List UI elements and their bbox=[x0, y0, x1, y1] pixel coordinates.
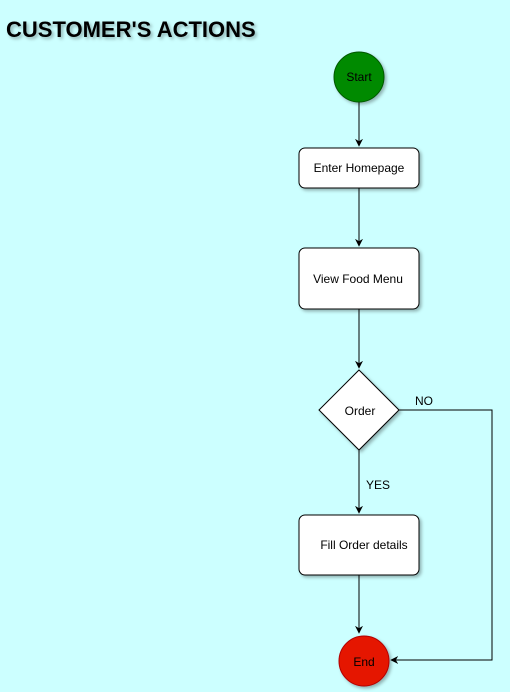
start-node: Start bbox=[333, 51, 385, 103]
process-view-food-menu: View Food Menu bbox=[298, 247, 420, 310]
diagram-title: CUSTOMER'S ACTIONS bbox=[6, 17, 256, 42]
process-view-food-menu-label: View Food Menu bbox=[313, 272, 403, 286]
end-node: End bbox=[338, 635, 390, 687]
edge-label-yes: YES bbox=[366, 478, 390, 492]
process-enter-homepage: Enter Homepage bbox=[298, 147, 420, 189]
decision-order: Order bbox=[318, 369, 400, 451]
process-enter-homepage-label: Enter Homepage bbox=[314, 161, 405, 175]
decision-order-label: Order bbox=[345, 404, 376, 418]
start-node-label: Start bbox=[346, 70, 372, 84]
process-fill-order-details: Fill Order details bbox=[298, 514, 420, 576]
end-node-label: End bbox=[353, 655, 374, 669]
edge-label-no: NO bbox=[415, 394, 433, 408]
edge-order-no bbox=[390, 409, 493, 664]
process-fill-order-details-label: Fill Order details bbox=[320, 538, 407, 552]
